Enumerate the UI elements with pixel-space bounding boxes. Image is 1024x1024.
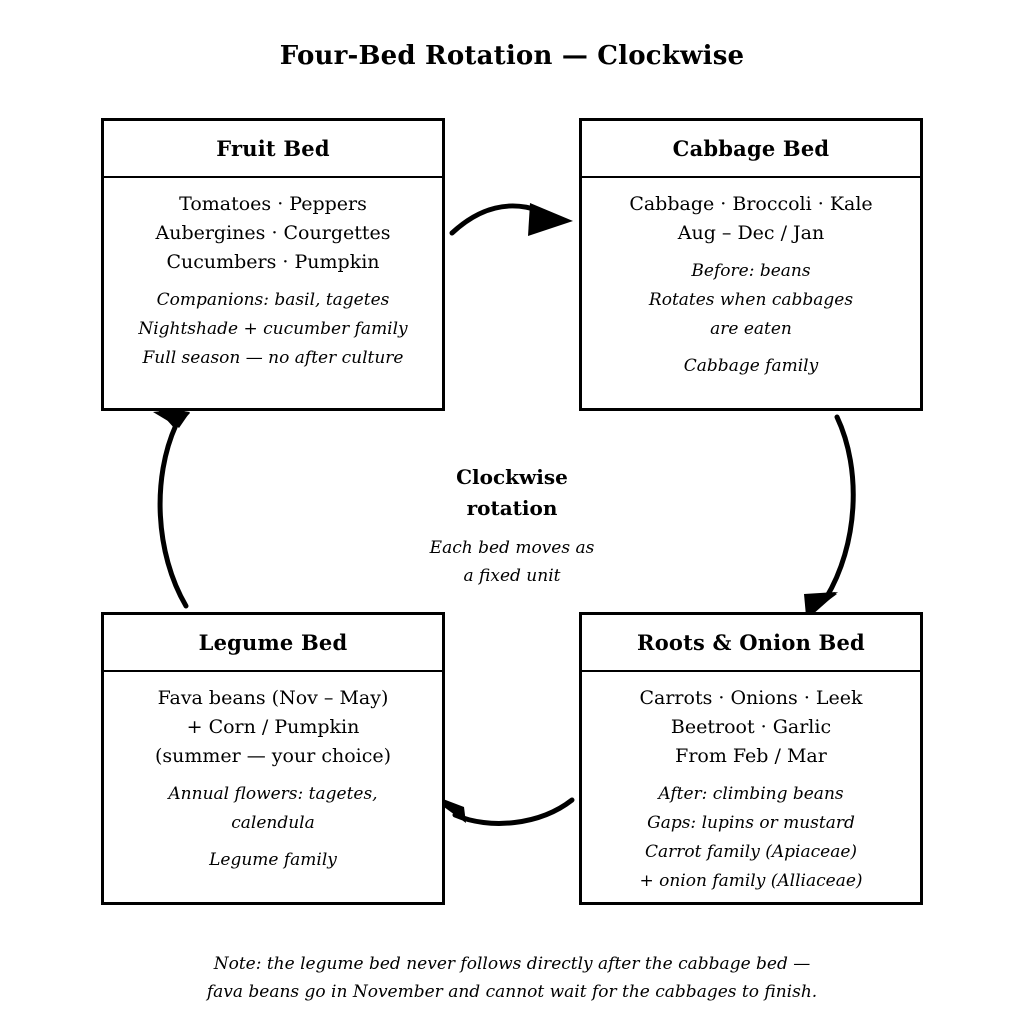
bed-crop-line: Cucumbers · Pumpkin: [166, 251, 380, 273]
bed-body-legume: Fava beans (Nov – May) + Corn / Pumpkin …: [104, 672, 442, 875]
bed-crops-roots: Carrots · Onions · Leek Beetroot · Garli…: [582, 684, 920, 771]
bed-notes-roots: After: climbing beans Gaps: lupins or mu…: [582, 780, 920, 896]
rotation-caption-heading-line: Clockwise: [456, 465, 568, 489]
bed-crop-line: Tomatoes · Peppers: [179, 193, 367, 215]
bed-notes-fruit: Companions: basil, tagetes Nightshade + …: [104, 286, 442, 373]
bed-crop-line: Carrots · Onions · Leek: [639, 687, 863, 709]
bed-header-fruit: Fruit Bed: [104, 121, 442, 178]
bed-note-line: are eaten: [710, 319, 792, 339]
bed-card-cabbage[interactable]: Cabbage Bed Cabbage · Broccoli · Kale Au…: [579, 118, 923, 411]
bed-crop-line: + Corn / Pumpkin: [186, 716, 360, 738]
footer-note-line: fava beans go in November and cannot wai…: [206, 982, 818, 1002]
bed-body-roots: Carrots · Onions · Leek Beetroot · Garli…: [582, 672, 920, 896]
bed-note-line: Carrot family (Apiaceae): [644, 842, 858, 862]
rotation-caption-heading-line: rotation: [466, 496, 558, 520]
bed-crops-legume: Fava beans (Nov – May) + Corn / Pumpkin …: [104, 684, 442, 771]
arrow-legume-to-fruit: [153, 407, 190, 609]
bed-notes-cabbage: Before: beans Rotates when cabbages are …: [582, 257, 920, 381]
rotation-caption-sub-line: Each bed moves as: [429, 538, 595, 558]
rotation-caption-sub-line: a fixed unit: [463, 566, 561, 586]
bed-note-line: Before: beans: [691, 261, 811, 281]
bed-card-roots[interactable]: Roots & Onion Bed Carrots · Onions · Lee…: [579, 612, 923, 905]
bed-body-cabbage: Cabbage · Broccoli · Kale Aug – Dec / Ja…: [582, 178, 920, 381]
bed-note-line: Gaps: lupins or mustard: [647, 813, 855, 833]
bed-note-line: + onion family (Alliaceae): [639, 871, 863, 891]
arrow-cabbage-to-roots: [804, 414, 856, 616]
bed-note-line: Companions: basil, tagetes: [156, 290, 390, 310]
bed-crops-fruit: Tomatoes · Peppers Aubergines · Courgett…: [104, 190, 442, 277]
footer-note: Note: the legume bed never follows direc…: [0, 950, 1024, 1006]
bed-note-line: Legume family: [209, 850, 337, 870]
bed-crop-line: (summer — your choice): [154, 745, 392, 767]
bed-header-legume: Legume Bed: [104, 615, 442, 672]
bed-crop-line: From Feb / Mar: [675, 745, 827, 767]
bed-title-fruit: Fruit Bed: [216, 136, 330, 161]
rotation-caption: Clockwise rotation Each bed moves as a f…: [392, 462, 632, 590]
bed-body-fruit: Tomatoes · Peppers Aubergines · Courgett…: [104, 178, 442, 373]
bed-note-line: Full season — no after culture: [142, 348, 404, 368]
arrow-fruit-to-cabbage: [449, 203, 573, 236]
bed-note-line: After: climbing beans: [658, 784, 844, 804]
bed-note-line: Rotates when cabbages: [648, 290, 854, 310]
bed-note-line: Annual flowers: tagetes,: [168, 784, 378, 804]
bed-header-cabbage: Cabbage Bed: [582, 121, 920, 178]
bed-title-roots: Roots & Onion Bed: [637, 630, 865, 655]
bed-notes-legume: Annual flowers: tagetes, calendula Legum…: [104, 780, 442, 875]
footer-note-line: Note: the legume bed never follows direc…: [213, 954, 811, 974]
rotation-caption-heading: Clockwise rotation: [392, 462, 632, 524]
bed-note-line: Nightshade + cucumber family: [138, 319, 408, 339]
bed-crop-line: Cabbage · Broccoli · Kale: [629, 193, 873, 215]
bed-crop-line: Aubergines · Courgettes: [155, 222, 391, 244]
bed-title-cabbage: Cabbage Bed: [672, 136, 830, 161]
rotation-caption-sub: Each bed moves as a fixed unit: [392, 534, 632, 590]
bed-crop-line: Fava beans (Nov – May): [157, 687, 389, 709]
bed-header-roots: Roots & Onion Bed: [582, 615, 920, 672]
bed-card-fruit[interactable]: Fruit Bed Tomatoes · Peppers Aubergines …: [101, 118, 445, 411]
bed-crops-cabbage: Cabbage · Broccoli · Kale Aug – Dec / Ja…: [582, 190, 920, 248]
page-title: Four-Bed Rotation — Clockwise: [279, 41, 745, 71]
bed-note-line: calendula: [231, 813, 315, 833]
bed-crop-line: Aug – Dec / Jan: [677, 222, 825, 244]
bed-title-legume: Legume Bed: [198, 630, 348, 655]
bed-note-line: Cabbage family: [683, 356, 819, 376]
bed-crop-line: Beetroot · Garlic: [670, 716, 832, 738]
bed-card-legume[interactable]: Legume Bed Fava beans (Nov – May) + Corn…: [101, 612, 445, 905]
